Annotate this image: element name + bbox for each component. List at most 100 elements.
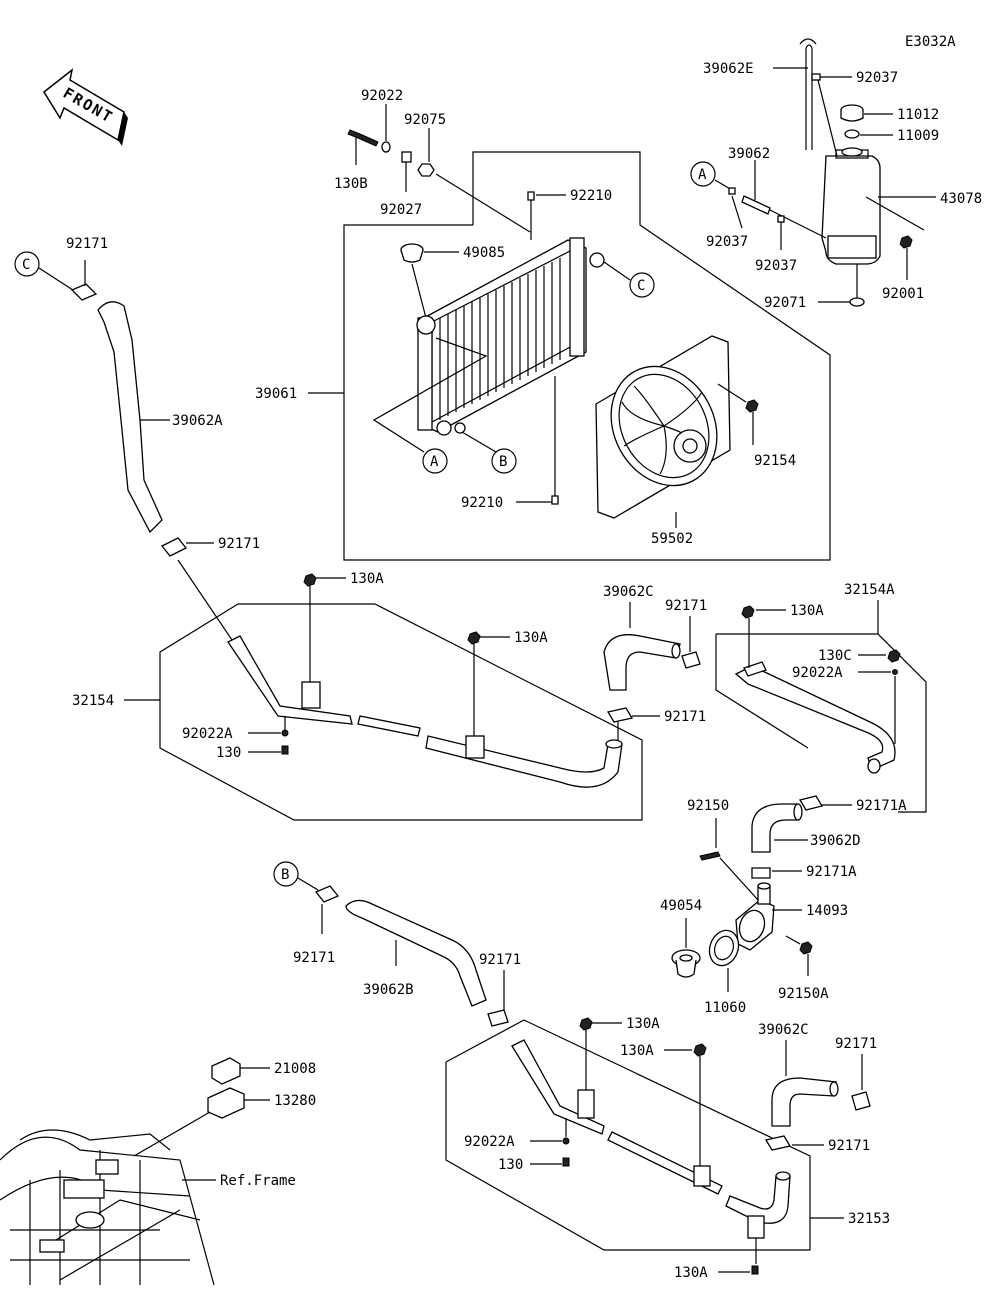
- washer-92022A-l: [281, 729, 289, 737]
- label-49085: 49085: [463, 245, 505, 261]
- label-92071: 92071: [764, 295, 806, 311]
- thermostat-49054: [671, 949, 701, 978]
- label-92171-br: 92171: [835, 1036, 877, 1052]
- label-130C: 130C: [818, 648, 852, 664]
- pipe-32154A-group: 39062C 92171 92171 32154A 130A 130C 9202…: [603, 582, 927, 813]
- callout-a-reservoir: [690, 161, 716, 187]
- label-39062E: 39062E: [703, 61, 754, 77]
- label-92171A-1: 92171A: [856, 798, 907, 814]
- front-arrow-icon: FRONT: [43, 68, 128, 146]
- label-39062B: 39062B: [363, 982, 414, 998]
- bolt-130A-4: [579, 1017, 593, 1031]
- label-92154: 92154: [754, 453, 796, 469]
- label-11009: 11009: [897, 128, 939, 144]
- label-130A-3: 130A: [790, 603, 824, 619]
- hose-39062D: [751, 803, 799, 853]
- label-92171-r: 92171: [665, 598, 707, 614]
- label-39062D: 39062D: [810, 833, 861, 849]
- clamp-92171A-2: [751, 867, 771, 879]
- label-32154A: 32154A: [844, 582, 895, 598]
- callout-b-radiator-text: B: [499, 454, 507, 470]
- clamp-92171-m: [606, 707, 634, 723]
- grommet-92071: [849, 297, 865, 307]
- part-21008: [211, 1057, 241, 1085]
- label-130A-4: 130A: [626, 1016, 660, 1032]
- clamp-92171A-1: [798, 795, 824, 811]
- callout-c-hose: [14, 251, 40, 277]
- bolt-92150: [699, 851, 721, 861]
- clamp-92171-br2: [764, 1135, 792, 1151]
- vehicle-frame: [0, 1129, 215, 1286]
- screw-92154: [745, 399, 759, 413]
- fan-assembly-59502: [595, 335, 731, 519]
- clamp-92171-c: [70, 283, 98, 301]
- callout-a-radiator: [422, 448, 448, 474]
- bolt-130B: [347, 129, 379, 147]
- label-49054: 49054: [660, 898, 702, 914]
- callout-b-hose-text: B: [281, 867, 289, 883]
- reservoir-group: 39062E 92037 11012 11009 43078 A 92037 3…: [690, 38, 982, 311]
- label-13280: 13280: [274, 1093, 316, 1109]
- label-ref-frame: Ref.Frame: [220, 1173, 296, 1189]
- bracket-32154-1: [301, 681, 321, 709]
- label-130A-6: 130A: [674, 1265, 708, 1281]
- collar-92027: [401, 151, 412, 163]
- callout-a-radiator-text: A: [430, 454, 439, 470]
- label-92037-top: 92037: [856, 70, 898, 86]
- gasket-11009: [844, 129, 860, 139]
- hose-39062A: [97, 301, 163, 534]
- bolt-92150A: [799, 941, 813, 955]
- bolt-130-b: [562, 1157, 570, 1167]
- label-130B: 130B: [334, 176, 368, 192]
- hose-39062C-1: [603, 634, 681, 691]
- pipe-32154-group: 32154 130A 130A 92022A 130: [72, 571, 643, 821]
- label-92022A-b: 92022A: [464, 1134, 515, 1150]
- callout-a-reservoir-text: A: [698, 167, 707, 183]
- label-92027: 92027: [380, 202, 422, 218]
- label-32153: 32153: [848, 1211, 890, 1227]
- hose-39062B: [345, 899, 487, 1007]
- callout-c-radiator-text: C: [637, 278, 645, 294]
- label-21008: 21008: [274, 1061, 316, 1077]
- outlet-b: [436, 420, 452, 436]
- clamp-92171-r: [681, 651, 701, 669]
- label-92171-m: 92171: [664, 709, 706, 725]
- bracket-32153-3: [747, 1215, 765, 1239]
- bolt-130A-1: [303, 573, 317, 587]
- label-92022A-l: 92022A: [182, 726, 233, 742]
- bolt-130A-6: [751, 1265, 759, 1275]
- label-39062A: 39062A: [172, 413, 223, 429]
- bracket-32153-2: [693, 1165, 711, 1187]
- pipe-32154: [227, 635, 353, 725]
- hose-39062A-group: C 92171 39062A 92171: [14, 236, 260, 641]
- pipe-32153-group: 32153 130A 130A 92022A 130 130A 39062C 9…: [445, 1016, 890, 1281]
- label-92171-br2: 92171: [828, 1138, 870, 1154]
- frame-reference-group: 21008 13280 Ref.Frame: [0, 1057, 316, 1286]
- hose-39062C-2: [771, 1077, 837, 1127]
- label-39061: 39061: [255, 386, 297, 402]
- bolt-130A-5: [693, 1043, 707, 1057]
- clamp-92171-br: [851, 1091, 871, 1111]
- washer-92022A-r: [892, 669, 898, 675]
- label-92171-b2: 92171: [479, 952, 521, 968]
- label-92075: 92075: [404, 112, 446, 128]
- radiator-group: 130B 92022 92027 92075 92210 49085: [255, 88, 831, 561]
- label-92001: 92001: [882, 286, 924, 302]
- bracket-92210-top: [527, 191, 535, 201]
- washer-92022A-b: [562, 1137, 570, 1145]
- grommet-92075: [417, 163, 435, 177]
- label-39062C-1: 39062C: [603, 584, 654, 600]
- callout-c-hose-text: C: [22, 257, 30, 273]
- filler-neck: [416, 315, 436, 335]
- clamp-92171-b: [314, 885, 340, 903]
- label-32154: 32154: [72, 693, 114, 709]
- label-92210-top: 92210: [570, 188, 612, 204]
- thermostat-group: 92171A 39062D 92171A 92150 14093 11060 4…: [660, 795, 907, 1016]
- label-130-l: 130: [216, 745, 241, 761]
- label-92022A-r: 92022A: [792, 665, 843, 681]
- label-59502: 59502: [651, 531, 693, 547]
- label-14093: 14093: [806, 903, 848, 919]
- pipe-32153: [511, 1039, 605, 1135]
- label-92171-b: 92171: [293, 950, 335, 966]
